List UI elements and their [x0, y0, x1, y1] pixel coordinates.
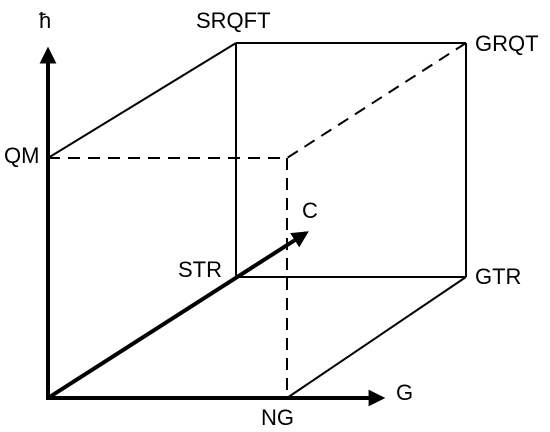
vertical-axis-label: ħ	[39, 8, 51, 33]
edge-qm-srqft	[47, 42, 237, 159]
edge-grqt-front-dashed	[286, 42, 467, 159]
vertex-label-gtr: GTR	[475, 264, 521, 289]
vertex-label-srqft: SRQFT	[196, 8, 271, 33]
edge-gtr-ng	[286, 276, 467, 399]
diagonal-axis-label: C	[302, 198, 318, 223]
vertex-label-grqt: GRQT	[475, 31, 539, 56]
vertex-label-qm: QM	[4, 143, 39, 168]
diagonal-axis-arrow	[46, 231, 309, 400]
horizontal-axis-label: G	[396, 380, 413, 405]
vertex-label-str: STR	[178, 257, 222, 282]
vertex-label-ng: NG	[261, 405, 294, 430]
